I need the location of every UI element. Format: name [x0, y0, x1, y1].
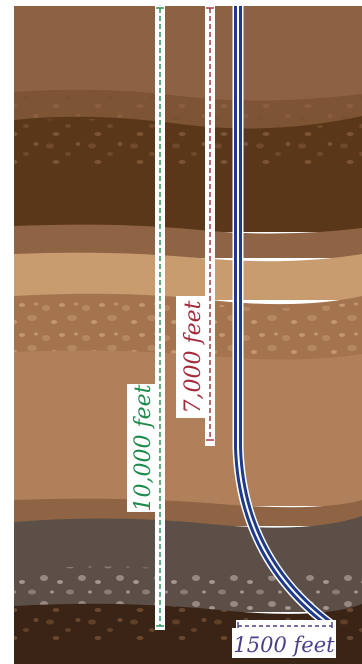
depth-label-10000: 10,000 feet — [131, 384, 156, 511]
horizontal-measure-1500: 1500 feet — [232, 620, 336, 658]
offset-label-1500: 1500 feet — [233, 633, 335, 657]
depth-label-7000: 7,000 feet — [181, 300, 206, 413]
